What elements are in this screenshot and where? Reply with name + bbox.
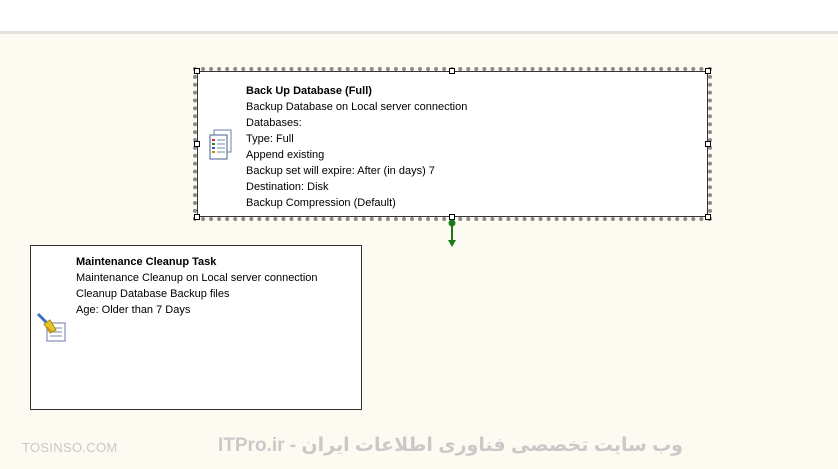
maintenance-cleanup-task[interactable] [30, 245, 362, 410]
backup-task-line: Backup Database on Local server connecti… [246, 101, 468, 113]
backup-database-icon [209, 129, 232, 160]
cleanup-task-title: Maintenance Cleanup Task [76, 256, 217, 268]
backup-task-line: Backup Compression (Default) [246, 197, 396, 209]
resize-handle-top-left[interactable] [194, 68, 200, 74]
cleanup-task-line: Age: Older than 7 Days [76, 304, 191, 316]
backup-database-task[interactable] [193, 67, 712, 221]
designer-toolbar-area [0, 0, 838, 34]
backup-task-line: Destination: Disk [246, 181, 329, 193]
cleanup-broom-icon [36, 312, 66, 342]
resize-handle-top-center[interactable] [449, 68, 455, 74]
resize-handle-middle-left[interactable] [194, 141, 200, 147]
resize-handle-bottom-left[interactable] [194, 214, 200, 220]
resize-handle-top-right[interactable] [705, 68, 711, 74]
resize-handle-middle-right[interactable] [705, 141, 711, 147]
backup-task-line: Type: Full [246, 133, 294, 145]
backup-task-text: Back Up Database (Full) Backup Database … [246, 83, 467, 211]
cleanup-task-text: Maintenance Cleanup Task Maintenance Cle… [76, 254, 318, 318]
cleanup-task-line: Cleanup Database Backup files [76, 288, 230, 300]
cleanup-task-line: Maintenance Cleanup on Local server conn… [76, 272, 318, 284]
success-precedence-arrow[interactable] [445, 218, 459, 250]
resize-handle-bottom-right[interactable] [705, 214, 711, 220]
backup-task-line: Databases: [246, 117, 302, 129]
backup-task-title: Back Up Database (Full) [246, 85, 372, 97]
backup-task-line: Backup set will expire: After (in days) … [246, 165, 435, 177]
watermark-tosinso: TOSINSO.COM [22, 440, 118, 455]
backup-task-line: Append existing [246, 149, 325, 161]
watermark-itpro: ITPro.ir - وب سایت تخصصی فناوری اطلاعات … [218, 435, 683, 456]
